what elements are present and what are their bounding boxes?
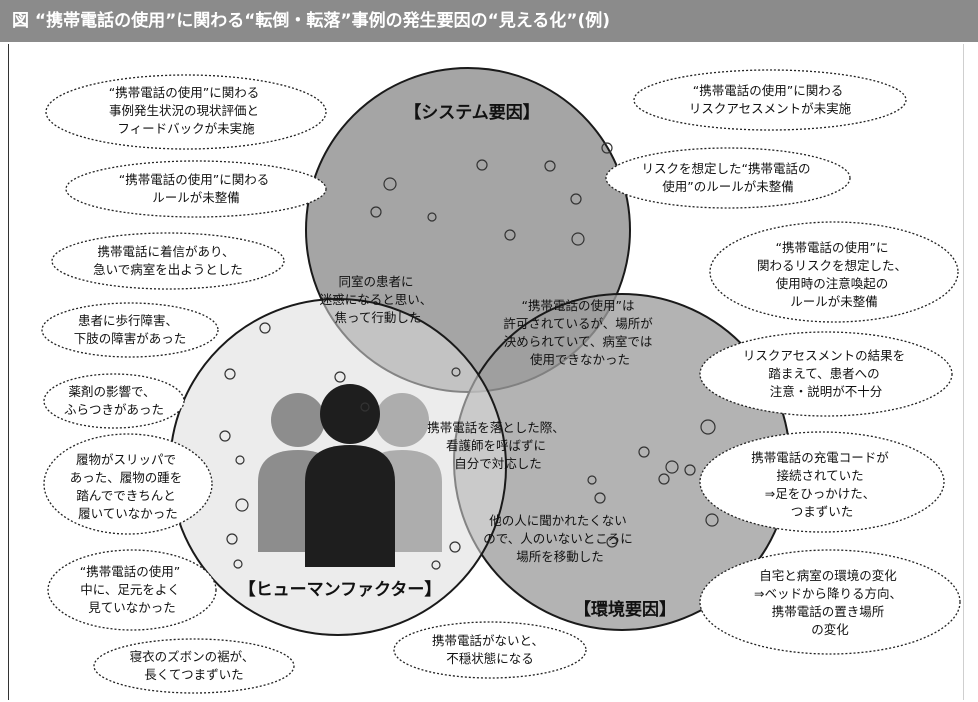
environment-circle-bubbles — [587, 419, 719, 548]
left-cloud-7: “携帯電話の使用” 中に、足元をよく 見ていなかった — [47, 549, 217, 631]
system-factor-label: 【システム要因】 — [404, 102, 540, 123]
overlap-human-environment-bottom-text: 他の人に聞かれたくない ので、人のいないところに 場所を移動した — [483, 513, 637, 564]
environment-factor-label: 【環境要因】 — [574, 599, 676, 620]
people-icon — [258, 384, 442, 567]
svg-text:患者に歩行障害、 下肢の障害があった: 患者に歩行障害、 下肢の障害があった — [74, 313, 187, 346]
svg-text:寝衣のズボンの裾が、 長くてつまずいた: 寝衣のズボンの裾が、 長くてつまずいた — [130, 649, 259, 682]
svg-text:リスクを想定した“携帯電話の 使用”のルールが未: リスクを想定した“携帯電話の 使用”のルールが未整備 — [642, 161, 815, 194]
human-factor-label: 【ヒューマンファクター】 — [239, 579, 442, 600]
right-cloud-6: 自宅と病室の環境の変化 ⇒ベッドから降りる方向、 携帯電話の置き場所 の変化 — [699, 549, 961, 655]
left-cloud-8: 寝衣のズボンの裾が、 長くてつまずいた — [93, 638, 295, 694]
left-cloud-3: 携帯電話に着信があり、 急いで病室を出ようとした — [51, 232, 285, 290]
left-cloud-6: 履物がスリッパで あった、履物の踵を 踏んでできちんと 履いていなかった — [43, 433, 213, 535]
system-circle-bubbles — [370, 142, 613, 246]
human-circle-bubbles — [219, 322, 461, 570]
svg-text:“携帯電話の使用” 中に、足元をよく: “携帯電話の使用” 中に、足元をよく 見ていなかった — [80, 564, 184, 615]
left-frame-line — [8, 44, 9, 700]
svg-text:リスクアセスメントの結果を 踏まえて、患者への: リスクアセスメントの結果を 踏まえて、患者への 注意・説明が不十分 — [743, 348, 909, 399]
svg-text:“携帯電話の使用”に関わる リスクアセスメントが: “携帯電話の使用”に関わる リスクアセスメントが未実施 — [689, 83, 852, 116]
left-cloud-5: 薬剤の影響で、 ふらつきがあった — [43, 373, 185, 429]
overlap-system-environment-text: “携帯電話の使用”は 許可されているが、場所が 決められていて、病室では 使用で… — [503, 298, 656, 367]
svg-text:“携帯電話の使用”に 関わるリスクを想定した、: “携帯電話の使用”に 関わるリスクを想定した、 使用時の注意喚起の ルールが未整… — [757, 240, 911, 309]
left-cloud-4: 患者に歩行障害、 下肢の障害があった — [41, 302, 219, 358]
svg-text:自宅と病室の環境の変化 ⇒ベッドから降りる方向、: 自宅と病室の環境の変化 ⇒ベッドから降りる方向、 携帯電話の置き場所 の変化 — [754, 568, 906, 637]
svg-text:履物がスリッパで あった、履物の踵を: 履物がスリッパで あった、履物の踵を 踏んでできちんと 履いていなかった — [70, 452, 187, 521]
left-cloud-2: “携帯電話の使用”に関わる ルールが未整備 — [65, 160, 327, 218]
right-cloud-3: “携帯電話の使用”に 関わるリスクを想定した、 使用時の注意喚起の ルールが未整… — [709, 221, 959, 323]
svg-text:携帯電話に着信があり、 急いで病室を出ようとした: 携帯電話に着信があり、 急いで病室を出ようとした — [93, 244, 243, 277]
bottom-cloud: 携帯電話がないと、 不穏状態になる — [393, 621, 587, 679]
right-cloud-2: リスクを想定した“携帯電話の 使用”のルールが未整備 — [605, 147, 851, 209]
svg-text:携帯電話がないと、 不穏状態になる: 携帯電話がないと、 不穏状態になる — [432, 633, 548, 666]
left-cloud-1: “携帯電話の使用”に関わる 事例発生状況の現状評価と フィードバックが未実施 — [45, 74, 327, 150]
right-frame-line — [963, 44, 964, 700]
right-cloud-1: “携帯電話の使用”に関わる リスクアセスメントが未実施 — [633, 69, 907, 131]
svg-text:“携帯電話の使用”に関わる ルールが未整備: “携帯電話の使用”に関わる ルールが未整備 — [119, 172, 273, 205]
overlap-human-environment-top-text: 携帯電話を落とした際、 看護師を呼ばずに 自分で対応した — [427, 420, 569, 471]
person-center-icon — [305, 384, 395, 567]
right-cloud-4: リスクアセスメントの結果を 踏まえて、患者への 注意・説明が不十分 — [699, 331, 953, 417]
right-cloud-5: 携帯電話の充電コードが 接続されていた ⇒足をひっかけた、 つまずいた — [699, 431, 945, 533]
svg-text:“携帯電話の使用”に関わる 事例発生状況の現状評: “携帯電話の使用”に関わる 事例発生状況の現状評価と フィードバックが未実施 — [109, 85, 263, 136]
svg-text:携帯電話の充電コードが 接続されていた: 携帯電話の充電コードが 接続されていた ⇒足をひっかけた、 つまずいた — [751, 450, 893, 519]
venn-diagram: 【システム要因】 【ヒューマンファクター】 【環境要因】 同室の患者に 迷惑にな… — [41, 67, 961, 694]
figure-title: 図 “携帯電話の使用”に関わる“転倒・転落”事例の発生要因の“見える化”(例) — [0, 0, 978, 42]
svg-text:薬剤の影響で、 ふらつきがあった: 薬剤の影響で、 ふらつきがあった — [64, 384, 164, 417]
overlap-system-human-text: 同室の患者に 迷惑になると思い、 焦って行動した — [320, 274, 437, 325]
